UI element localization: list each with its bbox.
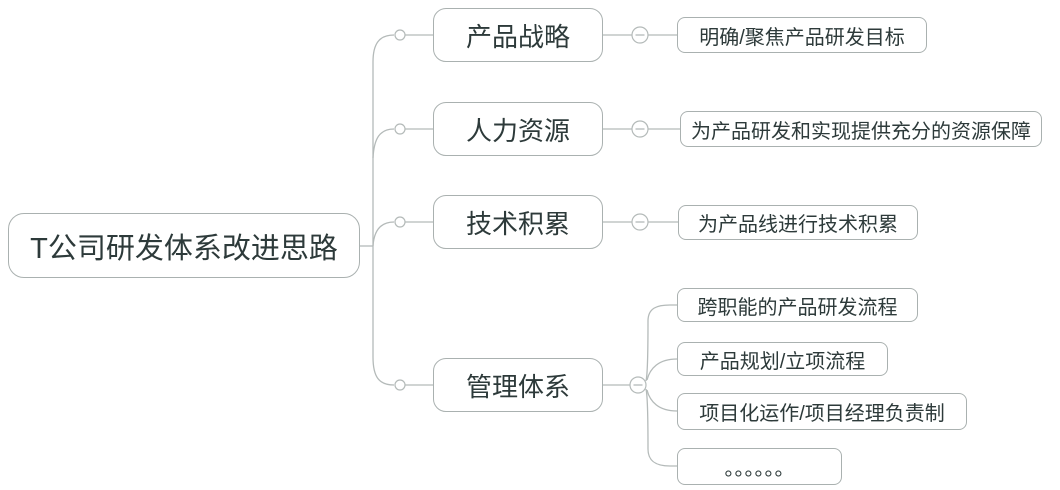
connector-line <box>645 388 677 467</box>
connector-line <box>646 389 678 412</box>
leaf-node-rd-goal[interactable]: 明确/聚焦产品研发目标 <box>677 17 927 53</box>
junction-dot <box>394 29 406 41</box>
branch-node-technology-accumulation[interactable]: 技术积累 <box>433 195 603 249</box>
collapse-button-human-resources[interactable] <box>631 120 649 138</box>
collapse-button-product-strategy[interactable] <box>631 26 649 44</box>
leaf-node-project-operation[interactable]: 项目化运作/项目经理负责制 <box>677 393 967 430</box>
collapse-button-management-system[interactable] <box>629 376 647 394</box>
connector-line <box>372 221 395 247</box>
connector-line <box>372 128 395 159</box>
branch-node-management-system[interactable]: 管理体系 <box>433 358 603 412</box>
leaf-node-resource-guarantee[interactable]: 为产品研发和实现提供充分的资源保障 <box>680 111 1042 147</box>
junction-dot <box>394 216 406 228</box>
leaf-node-tech-accumulation[interactable]: 为产品线进行技术积累 <box>678 205 918 240</box>
root-node[interactable]: T公司研发体系改进思路 <box>8 213 360 278</box>
collapse-button-technology-accumulation[interactable] <box>631 213 649 231</box>
junction-dot <box>394 123 406 135</box>
branch-node-human-resources[interactable]: 人力资源 <box>433 102 603 156</box>
connector-line <box>646 358 678 381</box>
leaf-node-planning-process[interactable]: 产品规划/立项流程 <box>677 342 888 376</box>
junction-dot <box>394 379 406 391</box>
connector-line <box>645 304 677 382</box>
branch-node-product-strategy[interactable]: 产品战略 <box>433 8 603 62</box>
leaf-node-crossfunctional-process[interactable]: 跨职能的产品研发流程 <box>677 288 918 322</box>
leaf-node-ellipsis[interactable]: 。。。。。。 <box>677 448 842 485</box>
connector-line <box>372 34 395 386</box>
